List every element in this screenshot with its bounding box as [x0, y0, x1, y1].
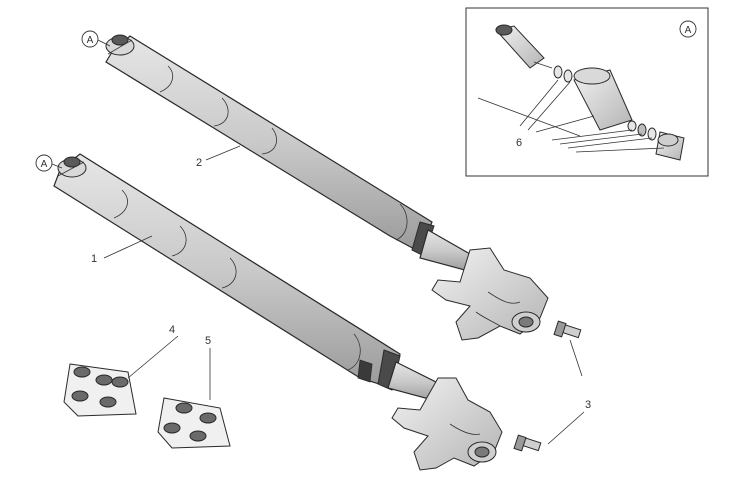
detail-marker-inset: A [679, 20, 697, 38]
fork-leg-lower [53, 153, 503, 471]
callout-2: 2 [196, 157, 202, 169]
spacer-kit-5 [157, 397, 231, 449]
svg-text:A: A [41, 159, 48, 170]
detail-marker-top: A [81, 30, 99, 48]
callout-6: 6 [516, 137, 522, 149]
detail-inset-a [465, 7, 709, 177]
svg-text:A: A [685, 25, 692, 36]
axle-bolt-upper [553, 320, 582, 339]
spacer-kit-4 [63, 363, 137, 417]
svg-text:A: A [87, 35, 94, 46]
fork-leg-upper [105, 34, 549, 341]
callout-5: 5 [205, 335, 211, 347]
callout-1: 1 [91, 253, 97, 265]
callout-3: 3 [585, 399, 591, 411]
callout-4: 4 [169, 324, 175, 336]
leader-lines [51, 39, 585, 445]
axle-bolt-lower [513, 434, 542, 452]
detail-marker-left: A [35, 154, 53, 172]
